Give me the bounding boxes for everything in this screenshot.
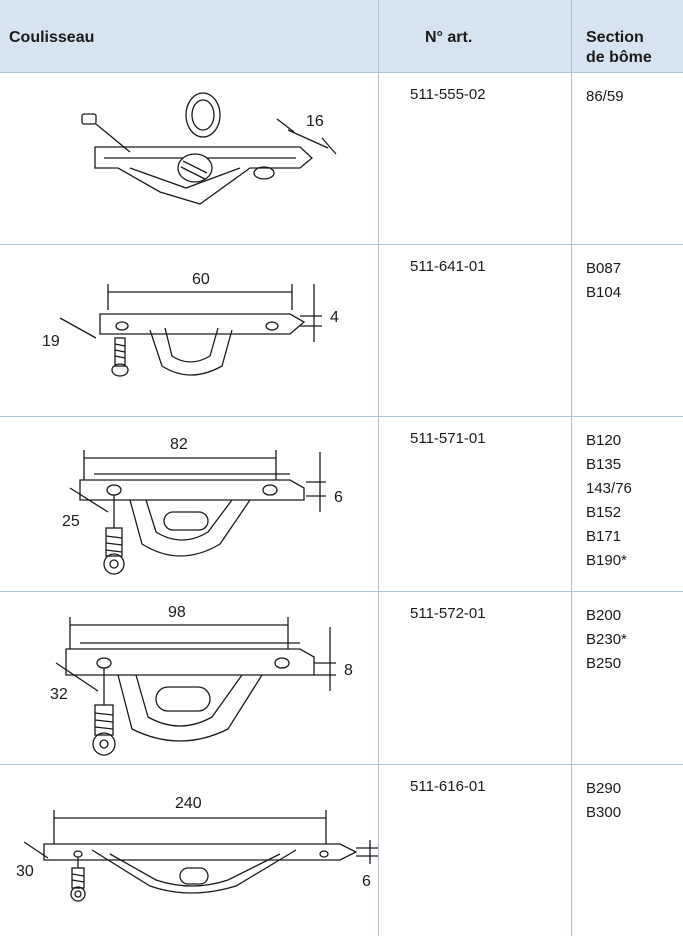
section-value: B290 (586, 780, 622, 797)
slider-drawing-511-616-01: 240 6 30 (16, 795, 378, 902)
dimension-label: 240 (175, 795, 202, 812)
table-row: 82 6 25 511-571-01 B120 B135 143/76 B152… (0, 416, 683, 591)
dimension-label: 19 (42, 333, 60, 350)
section-value: B250 (586, 655, 622, 672)
section-value: B300 (586, 804, 622, 821)
header-article-number: N° art. (425, 29, 473, 46)
dimension-label: 8 (344, 662, 353, 679)
section-list: B087 B104 (586, 257, 621, 305)
slider-drawing-511-641-01: 60 4 19 (42, 271, 339, 377)
section-value: B230* (586, 631, 627, 648)
section-list: B200 B230* B250 (586, 604, 627, 676)
dimension-label: 32 (50, 686, 68, 703)
section-list: B290 B300 (586, 777, 621, 825)
section-value: B152 (586, 504, 622, 521)
article-number: 511-571-01 (410, 430, 486, 447)
article-number: 511-641-01 (410, 258, 486, 275)
dimension-label: 6 (334, 489, 343, 506)
dimension-label: 82 (170, 436, 188, 453)
article-number: 511-616-01 (410, 778, 486, 795)
dimension-label: 16 (306, 113, 324, 130)
section-value: B120 (586, 432, 622, 449)
dimension-label: 4 (330, 309, 339, 326)
header-coulisseau: Coulisseau (9, 29, 95, 46)
slider-drawing-511-572-01: 98 8 32 (50, 604, 353, 756)
section-value: B190* (586, 552, 627, 569)
header-section-line2: de bôme (586, 49, 652, 66)
header-section-line1: Section (586, 29, 644, 46)
dimension-label: 60 (192, 271, 210, 288)
row-divider (0, 244, 683, 245)
slider-drawing-511-555-02: 16 (81, 92, 337, 205)
section-list: B120 B135 143/76 B152 B171 B190* (586, 429, 632, 573)
dimension-label: 6 (362, 873, 371, 890)
section-value: B200 (586, 607, 622, 624)
section-value: B135 (586, 456, 622, 473)
section-value: 86/59 (586, 88, 624, 105)
slider-drawing-511-571-01: 82 6 25 (62, 436, 343, 575)
section-value: B104 (586, 284, 622, 301)
section-value: B087 (586, 260, 622, 277)
table-header: Coulisseau N° art. Section de bôme (0, 0, 683, 72)
column-divider (378, 0, 379, 936)
table-row: 16 511-555-02 86/59 (0, 72, 683, 244)
row-divider (0, 764, 683, 765)
table-row: 98 8 32 511-572-01 B200 B230* B250 (0, 591, 683, 764)
section-list: 86/59 (586, 85, 624, 109)
article-number: 511-555-02 (410, 86, 486, 103)
column-divider (571, 0, 572, 936)
dimension-label: 30 (16, 863, 34, 880)
table-row: 60 4 19 511-641-01 B087 B104 (0, 244, 683, 416)
section-value: B171 (586, 528, 622, 545)
row-divider (0, 416, 683, 417)
table-row: 240 6 30 511-616-01 B290 B300 (0, 764, 683, 936)
section-value: 143/76 (586, 480, 632, 497)
row-divider (0, 591, 683, 592)
dimension-label: 25 (62, 513, 80, 530)
article-number: 511-572-01 (410, 605, 486, 622)
row-divider (0, 72, 683, 73)
dimension-label: 98 (168, 604, 186, 621)
